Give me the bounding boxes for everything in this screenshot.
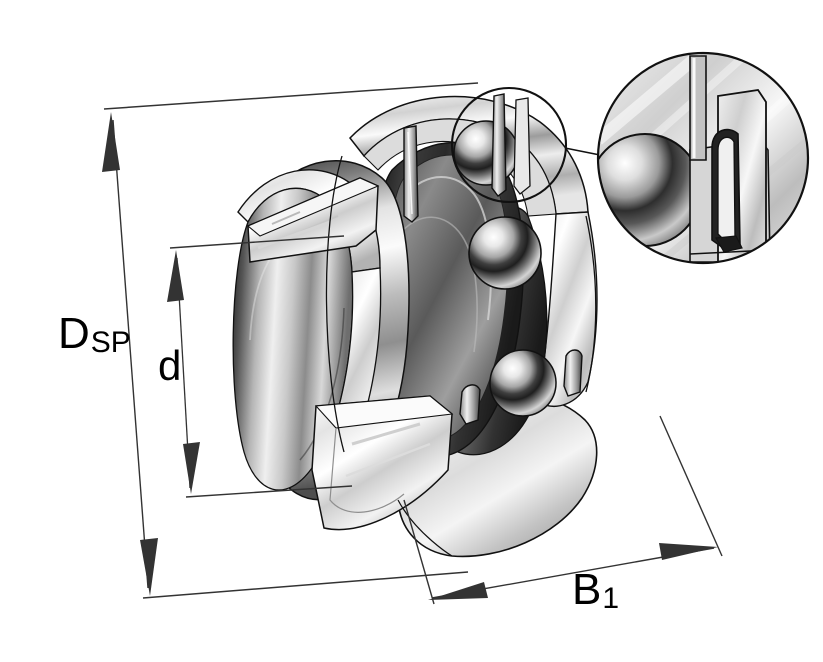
detail-small-seal bbox=[491, 93, 507, 197]
d-arrow-bottom bbox=[183, 442, 200, 494]
dimension-label-d: d bbox=[158, 345, 181, 387]
d-base-text: d bbox=[158, 342, 182, 389]
lower-cut-block-top bbox=[314, 395, 454, 429]
d-extension-top bbox=[169, 235, 345, 249]
b1-arrow-left bbox=[428, 582, 488, 600]
lower-cut-block-edge bbox=[329, 427, 405, 513]
upper-cut-block-top bbox=[246, 177, 380, 237]
detail-large-shield-post bbox=[689, 55, 707, 161]
seal-lower-right-body bbox=[563, 349, 583, 397]
raceway-highlight-b bbox=[397, 216, 478, 353]
outer-ring-silhouette-left bbox=[325, 155, 345, 453]
outer-ring-silhouette-bottom bbox=[397, 499, 453, 557]
bearing-assembly bbox=[232, 95, 598, 558]
dimension-lines bbox=[102, 82, 723, 605]
ball-set bbox=[453, 120, 557, 417]
b1-base-text: B bbox=[572, 565, 602, 614]
ball-top bbox=[453, 120, 519, 186]
detail-large-ball bbox=[598, 133, 702, 247]
detail-large-seal-core bbox=[717, 136, 736, 243]
detail-small-circle bbox=[450, 86, 568, 204]
ball-middle bbox=[468, 216, 542, 290]
ball-bottom bbox=[489, 349, 557, 417]
seal-upper-highlight bbox=[407, 131, 413, 215]
inner-ring-cut-extension-lower bbox=[311, 395, 454, 531]
seal-upper bbox=[403, 125, 419, 223]
dsp-extension-top bbox=[103, 82, 479, 110]
detail-large-seal-lip bbox=[715, 235, 743, 253]
detail-streak-1 bbox=[598, 53, 704, 145]
seal-lower-body bbox=[459, 384, 481, 425]
d-arrow-top bbox=[167, 250, 184, 302]
detail-callout-large bbox=[596, 51, 810, 265]
b1-arrow-right bbox=[659, 543, 718, 560]
dsp-extension-bottom bbox=[142, 571, 469, 599]
dsp-arrow-bottom bbox=[140, 538, 158, 596]
detail-small-shoulder bbox=[513, 97, 531, 195]
dimension-label-b1: B1 bbox=[572, 568, 619, 614]
detail-large-circle bbox=[596, 51, 810, 265]
seal-upper-body bbox=[403, 125, 419, 223]
detail-callout-small bbox=[450, 86, 568, 204]
dsp-base-text: D bbox=[58, 309, 90, 358]
seal-lower bbox=[459, 349, 583, 425]
dsp-dimension-line bbox=[112, 119, 149, 589]
d-extension-bottom bbox=[185, 485, 353, 498]
detail-leader-line bbox=[564, 147, 601, 156]
b1-subscript-text: 1 bbox=[602, 582, 620, 616]
outer-ring-silhouette-right bbox=[585, 215, 597, 393]
streak-l2 bbox=[345, 442, 431, 478]
streak-l1 bbox=[351, 422, 421, 446]
bore-turn-mark-c bbox=[299, 307, 345, 461]
b1-extension-left bbox=[403, 499, 435, 605]
b1-extension-right bbox=[659, 415, 723, 557]
streak-u3 bbox=[257, 220, 331, 250]
dsp-subscript-text: SP bbox=[90, 326, 131, 360]
dimension-label-dsp: DSP bbox=[58, 312, 131, 358]
streak-u1 bbox=[271, 211, 301, 225]
dsp-arrow-top bbox=[102, 112, 120, 172]
